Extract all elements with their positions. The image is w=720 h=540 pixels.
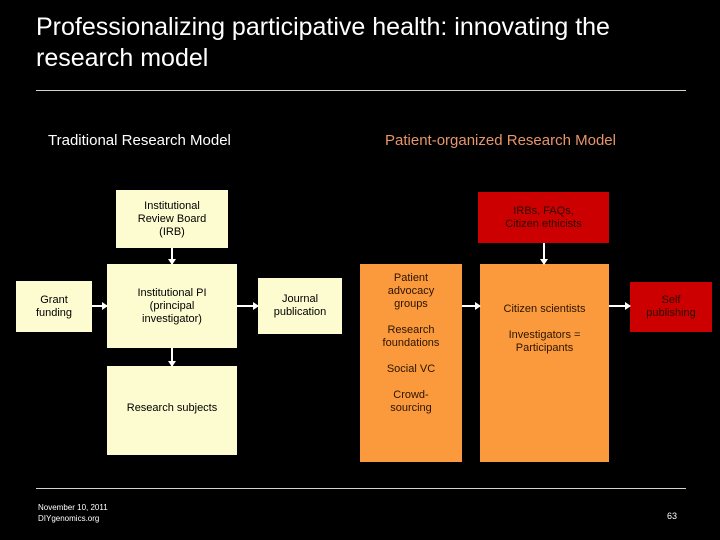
page-title: Professionalizing participative health: … xyxy=(36,13,610,72)
node-citizen-scientists[interactable]: Citizen scientists Investigators = Parti… xyxy=(480,264,609,462)
arrow-irbs-to-citizen-scientists xyxy=(538,243,550,265)
arrow-irb-to-pi xyxy=(166,248,178,265)
node-self-publishing[interactable]: Self publishing xyxy=(630,282,712,332)
node-institutional-pi[interactable]: Institutional PI (principal investigator… xyxy=(107,264,237,348)
node-label-advocacy-groups: Patient advocacy groups xyxy=(387,272,435,310)
node-label-citizen-scientists: Citizen scientists xyxy=(503,303,586,315)
node-label: Self publishing xyxy=(646,294,696,319)
footer-date: November 10, 2011 xyxy=(38,503,108,512)
column-heading-traditional: Traditional Research Model xyxy=(48,132,231,149)
footer-metadata: November 10, 2011 DIYgenomics.org xyxy=(38,502,108,524)
node-label: Institutional Review Board (IRB) xyxy=(137,199,207,238)
node-irbs-faqs-citizen-ethicists[interactable]: IRBs, FAQs, Citizen ethicists xyxy=(478,192,609,243)
node-label: Grant funding xyxy=(35,293,73,319)
arrow-citizen-to-self-publishing xyxy=(609,300,631,312)
footer-divider xyxy=(36,488,686,489)
node-label: Institutional PI (principal investigator… xyxy=(137,286,207,325)
node-label: Journal publication xyxy=(273,293,327,318)
node-journal-publication[interactable]: Journal publication xyxy=(258,278,342,334)
node-label-research-foundations: Research foundations xyxy=(382,324,440,349)
node-label-investigators-participants: Investigators = Participants xyxy=(508,329,581,354)
arrow-pi-to-journal xyxy=(237,300,259,312)
arrow-grant-to-pi xyxy=(92,300,108,312)
node-patient-advocacy-column[interactable]: Patient advocacy groups Research foundat… xyxy=(360,264,462,462)
node-label-social-vc: Social VC xyxy=(386,363,436,375)
node-label: Research subjects xyxy=(126,402,218,414)
node-grant-funding[interactable]: Grant funding xyxy=(16,281,92,332)
title-divider xyxy=(36,90,686,91)
column-heading-patient-organized: Patient-organized Research Model xyxy=(385,132,616,149)
arrow-pi-to-research-subjects xyxy=(166,348,178,367)
page-number: 63 xyxy=(666,511,677,521)
footer-site: DIYgenomics.org xyxy=(38,514,100,523)
node-label-crowdsourcing: Crowd- sourcing xyxy=(390,389,432,414)
node-label: IRBs, FAQs, Citizen ethicists xyxy=(505,204,582,230)
node-institutional-review-board[interactable]: Institutional Review Board (IRB) xyxy=(116,190,228,248)
node-research-subjects[interactable]: Research subjects xyxy=(107,366,237,455)
arrow-advocacy-to-citizen-scientists xyxy=(462,300,481,312)
